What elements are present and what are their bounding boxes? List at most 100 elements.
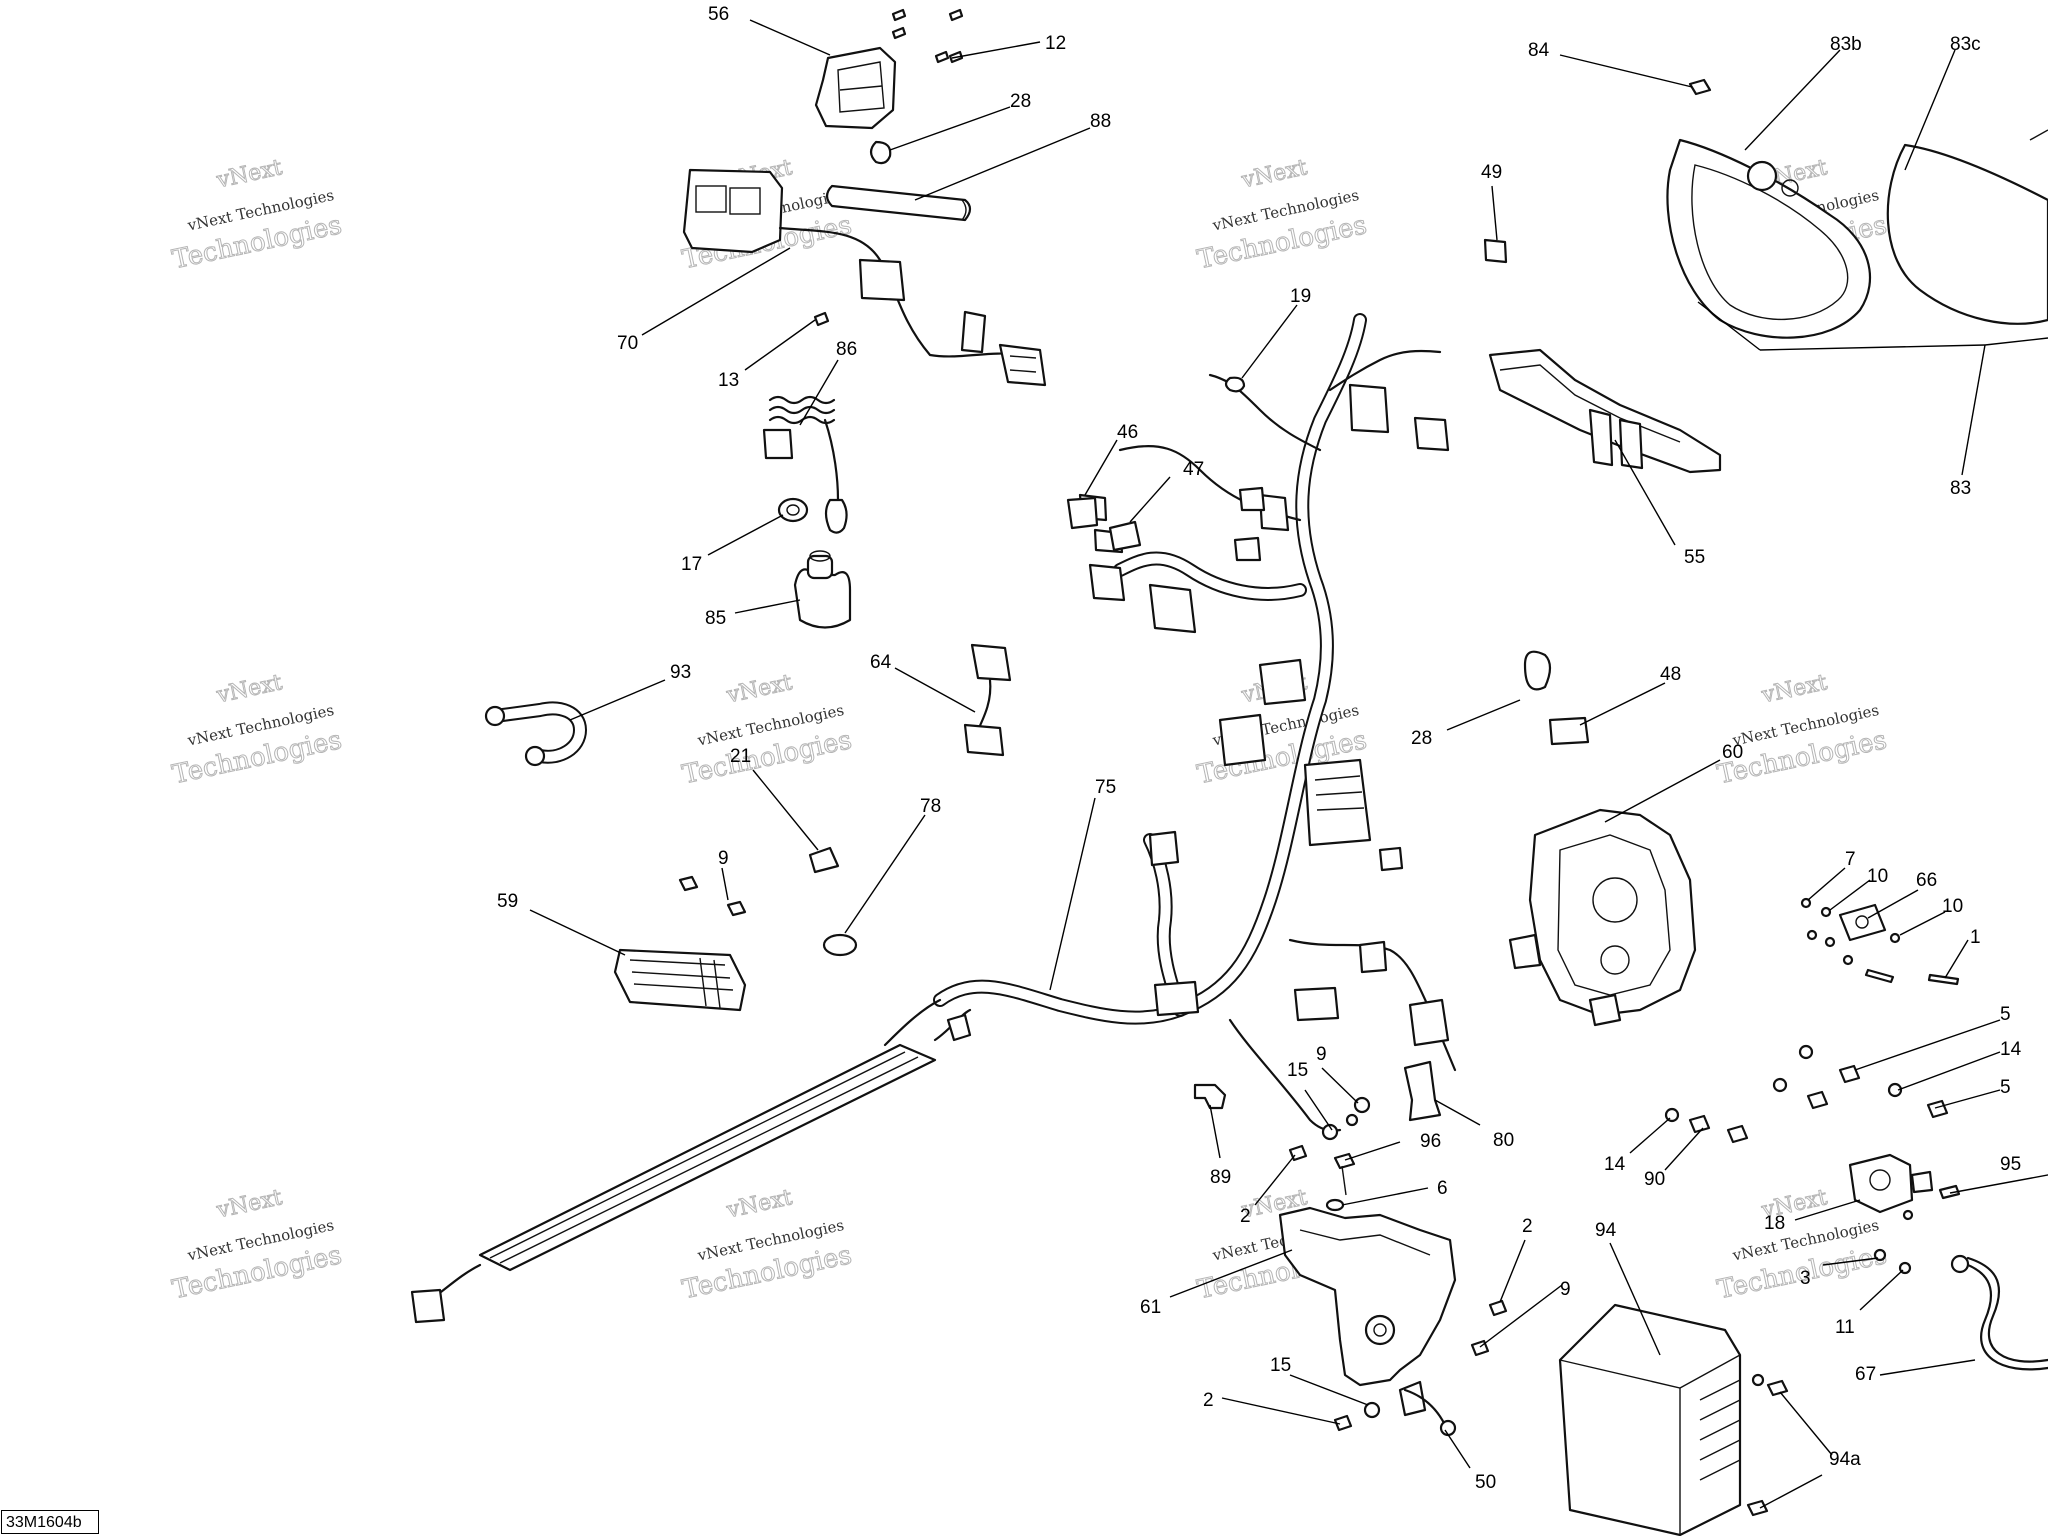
callout-11: 11 [1835, 1317, 1855, 1338]
callout-2-center: 2 [1240, 1206, 1251, 1227]
watermark-line1: vNext [1759, 670, 1830, 708]
callout-15-bottom: 15 [1270, 1355, 1291, 1376]
watermark-line1: vNext [214, 155, 285, 193]
document-code: 33M1604b [1, 1510, 99, 1534]
callout-2-bottom: 2 [1203, 1390, 1214, 1411]
callout-9-left: 9 [718, 848, 729, 869]
watermark-tile: vNext vNext Technologies Technologies [169, 670, 345, 791]
part-80-boot [1403, 1060, 1442, 1122]
callout-28-right: 28 [1411, 728, 1432, 749]
part-70-handlebar-switch [682, 168, 1047, 387]
part-75-main-harness [410, 313, 1457, 1324]
callout-83c: 83c [1950, 34, 1981, 55]
callout-61: 61 [1140, 1297, 1161, 1318]
part-56-switch-housing [814, 46, 897, 130]
part-61-battery-bracket [1278, 1206, 1457, 1417]
part-60-electrical-bracket [1508, 808, 1697, 1027]
part-18-starter-solenoid [1848, 1153, 1934, 1221]
part-67-battery-cable [1950, 1254, 2048, 1371]
part-14-90-fasteners [1664, 1107, 1749, 1144]
watermark-line1: vNext [1239, 155, 1310, 193]
part-88-grip-tube [825, 184, 972, 222]
callout-15-center: 15 [1287, 1060, 1308, 1081]
watermark-line1: vNext [214, 1185, 285, 1223]
callout-64: 64 [870, 652, 892, 673]
callout-89: 89 [1210, 1167, 1231, 1188]
callout-66: 66 [1916, 870, 1937, 891]
callout-85: 85 [705, 608, 726, 629]
callout-95: 95 [2000, 1154, 2021, 1175]
part-93-ground-cable [484, 701, 587, 767]
watermarks: vNext vNext Technologies Technologies vN… [169, 155, 1890, 1306]
part-94-battery [1558, 1303, 1742, 1536]
callout-2-right: 2 [1522, 1216, 1533, 1237]
leader-lines [529, 19, 2048, 1509]
callout-9-center: 9 [1316, 1044, 1327, 1065]
part-13-screw [813, 311, 830, 327]
part-66-sensor [1838, 903, 1887, 942]
callout-14-left: 14 [1604, 1154, 1626, 1175]
callout-10-top: 10 [1867, 866, 1888, 887]
part-9-15-nuts-center [1321, 1096, 1371, 1141]
callout-86: 86 [836, 339, 857, 360]
callout-96: 96 [1420, 1131, 1441, 1152]
watermark-line1: vNext [724, 670, 795, 708]
callout-5-bottom: 5 [2000, 1077, 2011, 1098]
part-17-grommet [777, 497, 809, 523]
watermark-line1: vNext [724, 1185, 795, 1223]
watermark-tile: vNext vNext Technologies Technologies [169, 1185, 345, 1306]
part-59-voltage-regulator [613, 948, 747, 1012]
callout-10-bottom: 10 [1942, 896, 1963, 917]
callout-49: 49 [1481, 162, 1502, 183]
callout-60: 60 [1722, 742, 1743, 763]
callout-88: 88 [1090, 111, 1111, 132]
part-48-relay [1548, 716, 1590, 746]
part-83c-gauge-lens [1886, 129, 2048, 325]
part-64-connector-harness [963, 643, 1012, 757]
callout-46: 46 [1117, 422, 1138, 443]
watermark-tile: vNext vNext Technologies Technologies [1714, 670, 1890, 791]
callout-56: 56 [708, 4, 729, 25]
callout-55: 55 [1684, 547, 1705, 568]
part-78-o-ring [822, 933, 858, 957]
callout-90: 90 [1644, 1169, 1665, 1190]
watermark-tile: vNext vNext Technologies Technologies [679, 1185, 855, 1306]
part-86-tether-cord [762, 395, 848, 534]
callout-70: 70 [617, 333, 638, 354]
callout-93: 93 [670, 662, 691, 683]
callout-59: 59 [497, 891, 518, 912]
callout-7: 7 [1845, 849, 1856, 870]
callout-84: 84 [1528, 40, 1550, 61]
part-85-ignition-switch [793, 550, 852, 629]
watermark-tile: vNext vNext Technologies Technologies [679, 670, 855, 791]
part-84-nut [1688, 78, 1712, 96]
callout-75: 75 [1095, 777, 1116, 798]
part-5-14-fasteners [1772, 1044, 1949, 1119]
callout-18: 18 [1764, 1213, 1785, 1234]
callout-14-right: 14 [2000, 1039, 2022, 1060]
callout-19: 19 [1290, 286, 1311, 307]
callout-83b: 83b [1830, 34, 1862, 55]
callout-48: 48 [1660, 664, 1681, 685]
part-47-connector [1108, 520, 1142, 552]
callout-5-top: 5 [2000, 1004, 2011, 1025]
part-89-hose [1193, 1083, 1227, 1110]
callout-80: 80 [1493, 1130, 1514, 1151]
part-2-9-15-fasteners-bottom [1333, 1299, 1508, 1432]
part-49-block [1483, 238, 1508, 264]
callout-78: 78 [920, 796, 941, 817]
part-95-screw [1938, 1184, 1961, 1200]
callout-21: 21 [730, 746, 751, 767]
part-28-clip-top [869, 140, 892, 165]
part-19-clip [1224, 376, 1246, 393]
callout-17: 17 [681, 554, 702, 575]
part-21-tab [808, 846, 840, 874]
callout-13: 13 [718, 370, 739, 391]
part-6-washer [1325, 1198, 1345, 1212]
callout-83: 83 [1950, 478, 1971, 499]
part-55-bracket-assembly [1488, 348, 1722, 474]
callout-6: 6 [1437, 1178, 1448, 1199]
callout-1: 1 [1970, 927, 1981, 948]
callout-labels: 56 12 28 88 70 13 86 17 85 93 64 21 78 9… [497, 4, 2022, 1493]
